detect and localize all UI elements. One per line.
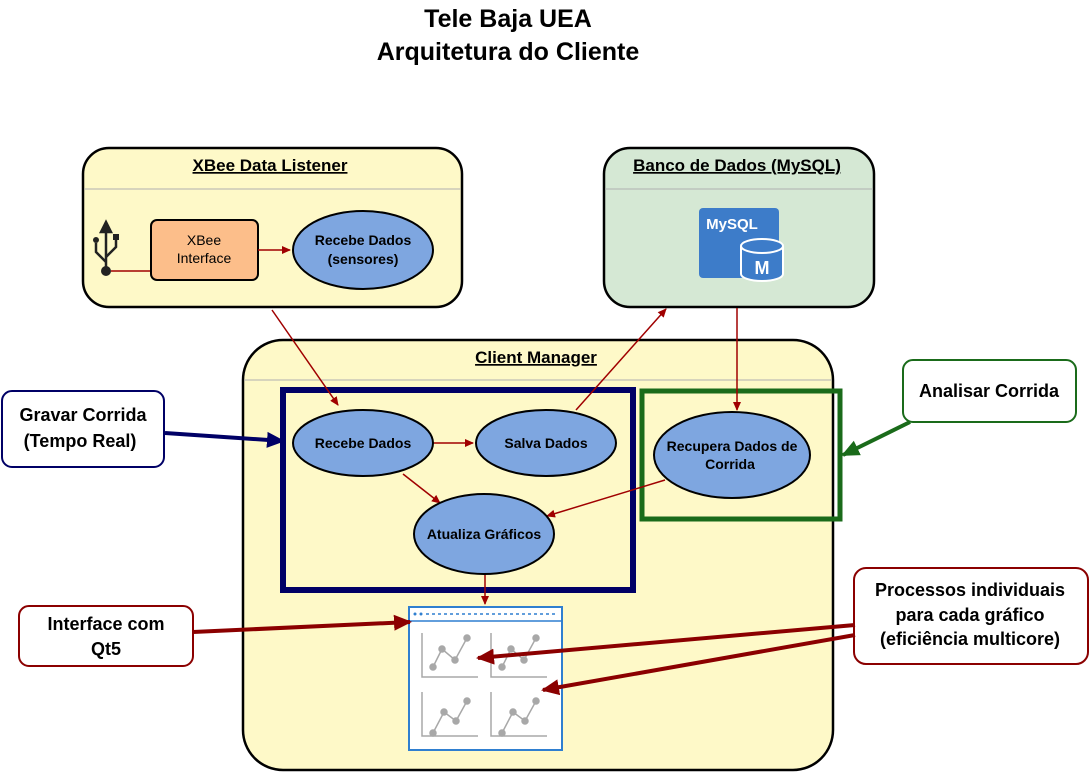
mini-chart-3 bbox=[421, 692, 478, 737]
chart-window-icon bbox=[408, 606, 563, 751]
diagram-title-line2: Arquitetura do Cliente bbox=[377, 38, 640, 66]
recebe-dados-sensores-line1: Recebe Dados bbox=[315, 232, 412, 248]
atualiza-graficos-label: Atualiza Gráficos bbox=[427, 526, 542, 542]
database-group-title: Banco de Dados (MySQL) bbox=[633, 156, 841, 175]
interface-qt5-arrow bbox=[192, 614, 412, 634]
usb-icon bbox=[93, 219, 150, 276]
diagram-title-line1: Tele Baja UEA bbox=[424, 5, 592, 33]
xbee-interface-label-line2: Interface bbox=[177, 250, 232, 266]
recupera-dados-line2: Corrida bbox=[705, 456, 755, 472]
salva-dados-label: Salva Dados bbox=[504, 435, 587, 451]
xbee-interface-node: XBee Interface bbox=[150, 219, 259, 281]
processos-line1: Processos individuais bbox=[875, 580, 1065, 600]
xbee-group-title: XBee Data Listener bbox=[193, 156, 348, 175]
salva-dados-node: Salva Dados bbox=[475, 409, 617, 477]
gravar-corrida-line1: Gravar Corrida bbox=[19, 405, 147, 425]
gravar-corrida-arrow bbox=[164, 431, 285, 448]
recebe-dados-node: Recebe Dados bbox=[292, 409, 434, 477]
analisar-corrida-label: Analisar Corrida bbox=[919, 381, 1060, 401]
analisar-corrida-frame bbox=[639, 388, 843, 522]
database-group: Banco de Dados (MySQL) MySQL M bbox=[602, 146, 876, 309]
interface-qt5-callout: Interface com Qt5 bbox=[18, 605, 194, 667]
mysql-logo-label: MySQL bbox=[706, 216, 758, 233]
gravar-corrida-line2: (Tempo Real) bbox=[24, 431, 137, 451]
interface-qt5-line2: Qt5 bbox=[91, 639, 121, 659]
xbee-interface-label-line1: XBee bbox=[187, 232, 221, 248]
processos-callout: Processos individuais para cada gráfico … bbox=[853, 567, 1089, 665]
mysql-logo-letter: M bbox=[755, 258, 770, 278]
atualiza-graficos-node: Atualiza Gráficos bbox=[413, 493, 555, 575]
xbee-data-listener-group: XBee Data Listener XBee Interface Recebe… bbox=[81, 146, 464, 309]
mini-chart-4 bbox=[490, 692, 547, 737]
analisar-corrida-callout: Analisar Corrida bbox=[902, 359, 1077, 423]
processos-arrow-upper bbox=[476, 623, 856, 665]
gravar-corrida-callout: Gravar Corrida (Tempo Real) bbox=[1, 390, 165, 468]
processos-line2: para cada gráfico bbox=[895, 605, 1044, 625]
processos-arrow-lower bbox=[541, 633, 856, 696]
mysql-database-icon: MySQL M bbox=[699, 208, 784, 282]
recupera-dados-line1: Recupera Dados de bbox=[667, 438, 798, 454]
recupera-dados-node: Recupera Dados de Corrida bbox=[653, 411, 811, 499]
mini-chart-1 bbox=[421, 633, 478, 678]
client-manager-title: Client Manager bbox=[475, 348, 597, 367]
analisar-corrida-arrow bbox=[841, 420, 911, 457]
interface-qt5-line1: Interface com bbox=[47, 614, 164, 634]
recebe-dados-sensores-line2: (sensores) bbox=[328, 251, 399, 267]
flow-arrows bbox=[271, 308, 741, 605]
recebe-dados-sensores-node: Recebe Dados (sensores) bbox=[292, 210, 434, 290]
recebe-dados-label: Recebe Dados bbox=[315, 435, 412, 451]
mini-chart-2 bbox=[490, 633, 547, 678]
processos-line3: (eficiência multicore) bbox=[880, 629, 1060, 649]
